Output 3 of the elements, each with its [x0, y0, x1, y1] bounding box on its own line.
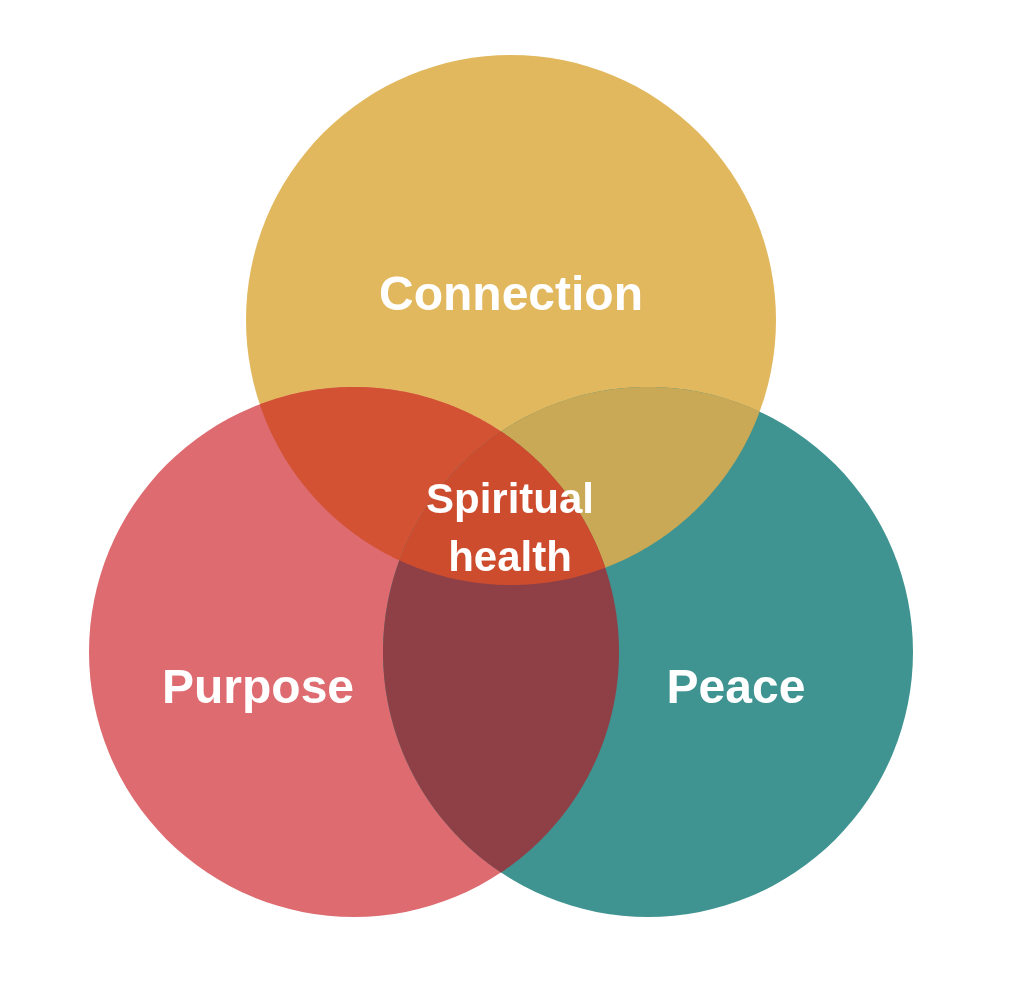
circle-label: Connection — [379, 266, 643, 322]
circle-label: Peace — [666, 659, 806, 715]
circle-label: Purpose — [162, 659, 354, 715]
